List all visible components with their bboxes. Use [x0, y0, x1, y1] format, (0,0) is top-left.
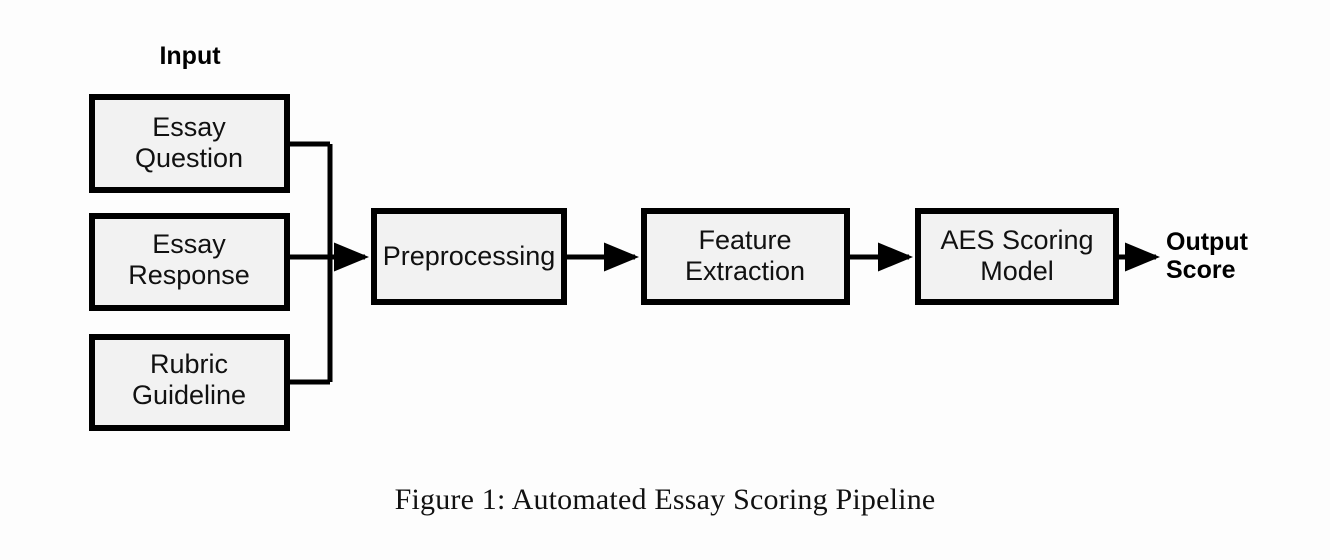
node-rubric-guideline-line2: Guideline [132, 380, 246, 410]
node-preprocessing-line1: Preprocessing [383, 241, 556, 271]
node-aes-scoring-model[interactable] [915, 208, 1119, 305]
node-feature-extraction-line2: Extraction [685, 256, 805, 286]
node-essay-question-line1: Essay [152, 112, 226, 142]
output-score-line2: Score [1166, 256, 1236, 284]
node-essay-question[interactable] [89, 94, 290, 193]
output-score-line1: Output [1166, 228, 1249, 256]
node-preprocessing[interactable] [371, 208, 567, 305]
node-feature-extraction[interactable] [641, 208, 850, 305]
node-rubric-guideline-line1: Rubric [150, 349, 228, 379]
node-essay-response-line1: Essay [152, 229, 226, 259]
figure-caption: Figure 1: Automated Essay Scoring Pipeli… [394, 483, 936, 516]
node-feature-extraction-line1: Feature [698, 225, 791, 255]
input-group-label: Input [159, 42, 221, 70]
node-aes-scoring-model-line2: Model [980, 256, 1054, 286]
node-essay-response-line2: Response [128, 260, 250, 290]
node-essay-question-line2: Question [135, 143, 243, 173]
node-essay-response[interactable] [89, 213, 290, 311]
node-aes-scoring-model-line1: AES Scoring [940, 225, 1093, 255]
node-rubric-guideline[interactable] [89, 334, 290, 431]
